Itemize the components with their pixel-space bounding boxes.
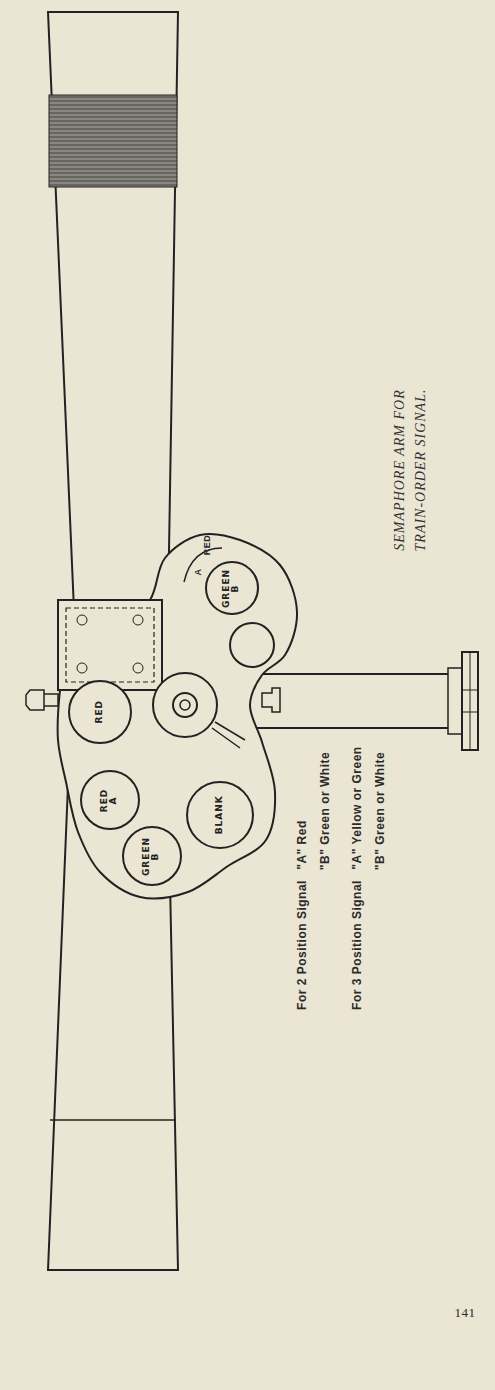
post-flange [462,652,478,750]
knob [262,688,280,712]
arm-clamp [66,608,154,682]
lens-label: RED [101,788,110,812]
legend-heading: For 3 Position Signal [350,880,364,1010]
legend-entry: "B" Green or White [318,752,332,870]
lens-roundel: REDA [80,770,140,830]
bolt [133,663,143,673]
figure-caption: SEMAPHORE ARM FOR TRAIN-ORDER SIGNAL. [389,380,431,560]
legend-entry: "B" Green or White [373,752,387,870]
hub-spoke [212,722,245,748]
spectacle-casting [58,534,297,898]
post-flange [462,690,478,691]
post-flange [470,652,471,750]
lens-letter: A [192,569,202,576]
lens-label: A [110,796,119,804]
arm-band [50,1119,176,1121]
lens-text-group: GREENB [223,568,242,607]
blank-opening [230,623,274,667]
lens-roundel: BLANK [186,781,254,849]
lens-text-group: REDA [101,788,120,812]
legend-entry: "A" Yellow or Green [350,747,364,870]
arm-stripe [49,95,177,187]
lens-roundel: GREENB [122,826,182,886]
lens-text-group: BLANK [215,795,224,834]
shaft [180,700,190,710]
lens-roundel: GREENB [205,561,259,615]
lens-roundel: RED [68,680,132,744]
lens-label: B [152,852,161,860]
page-number: 141 [455,1305,476,1321]
lens-label: BLANK [215,795,224,834]
bolt-head [26,690,58,710]
arm-blade [48,12,178,610]
hub [153,673,217,737]
legend-entry: "A" Red [295,820,309,870]
lens-label: B [232,584,241,592]
legend-heading: For 2 Position Signal [295,880,309,1010]
lens-colour: RED [202,535,212,556]
bolt [77,615,87,625]
lens-label: GREEN [223,568,232,607]
lens-text-group: GREENB [143,836,162,875]
shaft [173,693,197,717]
post-collar [448,668,462,734]
post [240,674,462,728]
bolt [133,615,143,625]
post-flange [462,712,478,713]
arm-clamp [58,600,162,690]
bolt [77,663,87,673]
lens-text-group: RED [95,700,104,724]
lens-label: RED [95,700,104,724]
lens-label: GREEN [143,836,152,875]
